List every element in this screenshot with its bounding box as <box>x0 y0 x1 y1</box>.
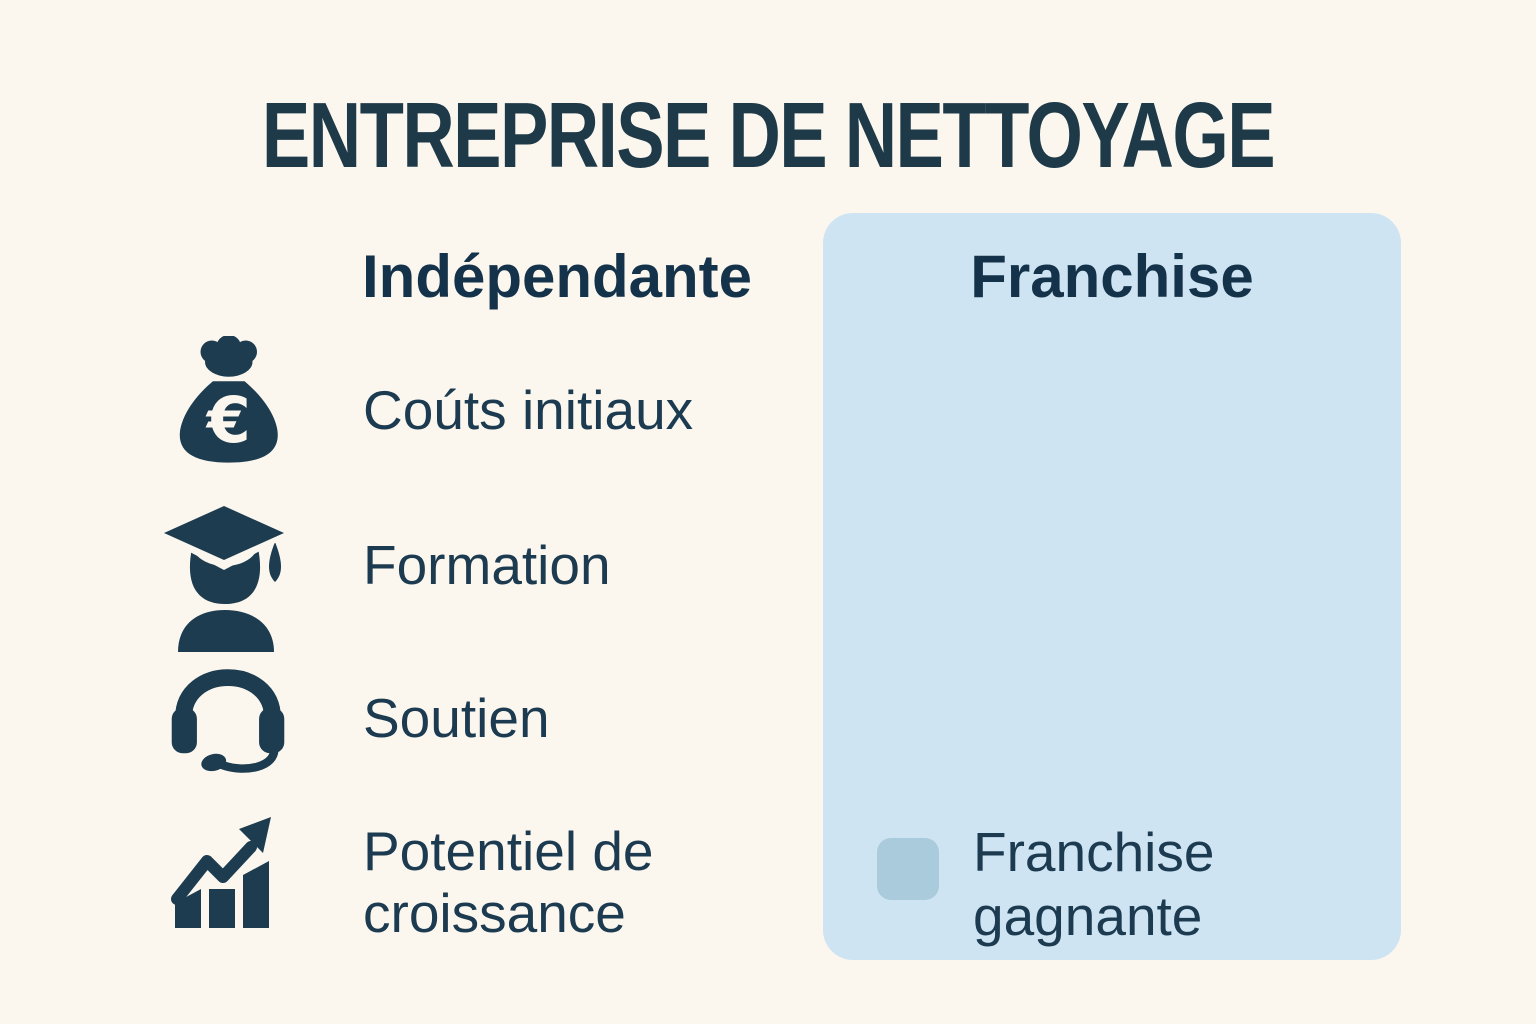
feature-label-potentiel-croissance: Potentiel de croissance <box>363 820 654 944</box>
column-header-independante: Indépendante <box>362 243 753 310</box>
winner-label: Franchise gagnante <box>973 821 1215 947</box>
page-title: ENTREPRISE DE NETTOYAGE <box>261 83 1276 187</box>
column-header-franchise: Franchise <box>970 243 1254 310</box>
svg-text:€: € <box>205 383 251 457</box>
growth-chart-icon <box>168 815 278 928</box>
feature-label-soutien: Soutien <box>363 687 550 749</box>
graduation-cap-icon <box>152 496 296 652</box>
euro-money-bag-icon: € <box>170 334 283 466</box>
winner-swatch-square <box>877 838 939 900</box>
franchise-panel <box>823 213 1401 960</box>
headset-icon <box>165 664 291 782</box>
feature-label-couts-initiaux: Coúts initiaux <box>363 379 694 441</box>
feature-label-formation: Formation <box>363 534 611 596</box>
